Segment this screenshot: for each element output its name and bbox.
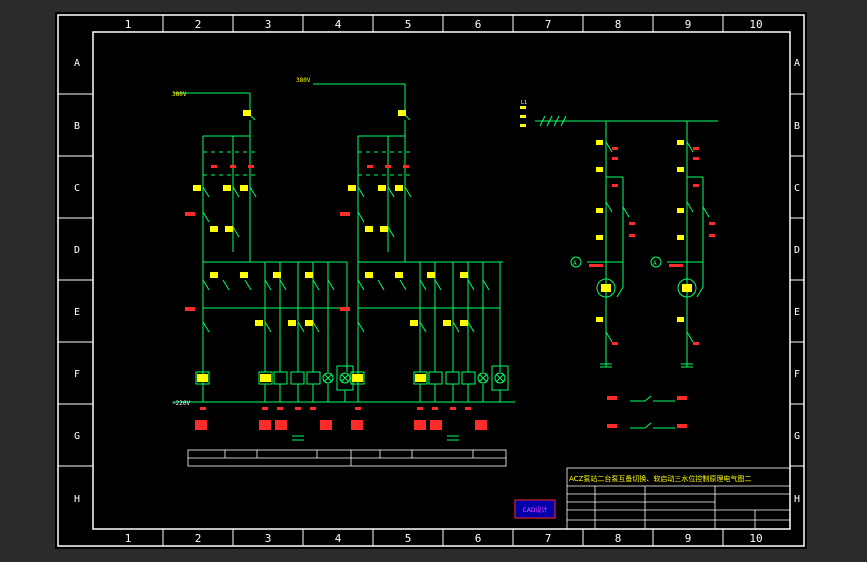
col-label: 8 [615, 532, 622, 545]
row-label: G [794, 431, 800, 442]
col-label: 2 [195, 18, 202, 31]
control-circuit-wiring [173, 83, 515, 441]
schematic-drawing: 1 2 3 4 5 6 7 8 9 10 1 2 3 4 5 6 7 8 9 1… [57, 14, 805, 547]
row-label: F [74, 369, 80, 380]
yellow-designators [193, 110, 468, 382]
col-label: 5 [405, 532, 412, 545]
row-label: C [794, 183, 800, 194]
row-label: D [74, 245, 80, 256]
source-label-left: 380V [172, 91, 187, 98]
row-label: H [794, 494, 800, 505]
col-label: 3 [265, 532, 272, 545]
inner-frame [92, 31, 791, 530]
design-stamp [514, 499, 556, 519]
col-label: 4 [335, 532, 342, 545]
row-label: D [794, 245, 800, 256]
title-block [566, 467, 791, 530]
col-label: 7 [545, 532, 552, 545]
red-designators [185, 165, 487, 430]
col-label: 6 [475, 532, 482, 545]
col-label: 10 [749, 18, 762, 31]
col-label: 7 [545, 18, 552, 31]
ammeter-label-1: A [573, 260, 577, 267]
row-label: G [74, 431, 80, 442]
col-label: 9 [685, 532, 692, 545]
function-table [187, 449, 507, 467]
col-label: 6 [475, 18, 482, 31]
row-label: A [794, 58, 800, 69]
col-label: 9 [685, 18, 692, 31]
col-label: 1 [125, 532, 132, 545]
row-label: B [74, 121, 80, 132]
row-label: E [794, 307, 800, 318]
row-labels: A B C D E F G H A B C D E F G H [74, 58, 800, 505]
col-label: 5 [405, 18, 412, 31]
col-label: 10 [749, 532, 762, 545]
terminal-label: L1 [521, 100, 527, 106]
drawing-title: ACZ泵站二台泵互备切换、软启动三水位控制原理电气图二 [569, 474, 751, 483]
source-label-mid: 380V [296, 77, 311, 84]
row-label: H [74, 494, 80, 505]
drawing-sheet: 1 2 3 4 5 6 7 8 9 10 1 2 3 4 5 6 7 8 9 1… [55, 12, 807, 549]
power-red-designators [589, 147, 715, 428]
row-label: F [794, 369, 800, 380]
row-label: B [794, 121, 800, 132]
col-label: 8 [615, 18, 622, 31]
row-label: E [74, 307, 80, 318]
row-label: A [74, 58, 80, 69]
bus-label: ~220V [172, 400, 190, 407]
row-ticks [58, 93, 804, 467]
col-label: 1 [125, 18, 132, 31]
power-circuit-wiring [535, 115, 718, 429]
row-label: C [74, 183, 80, 194]
column-ticks [162, 15, 724, 546]
ammeter-label-2: A [653, 260, 657, 267]
power-yellow-designators [520, 106, 692, 322]
col-label: 4 [335, 18, 342, 31]
col-label: 3 [265, 18, 272, 31]
stamp-text: CAD设计 [523, 506, 548, 514]
col-label: 2 [195, 532, 202, 545]
column-labels: 1 2 3 4 5 6 7 8 9 10 1 2 3 4 5 6 7 8 9 1… [125, 18, 763, 545]
